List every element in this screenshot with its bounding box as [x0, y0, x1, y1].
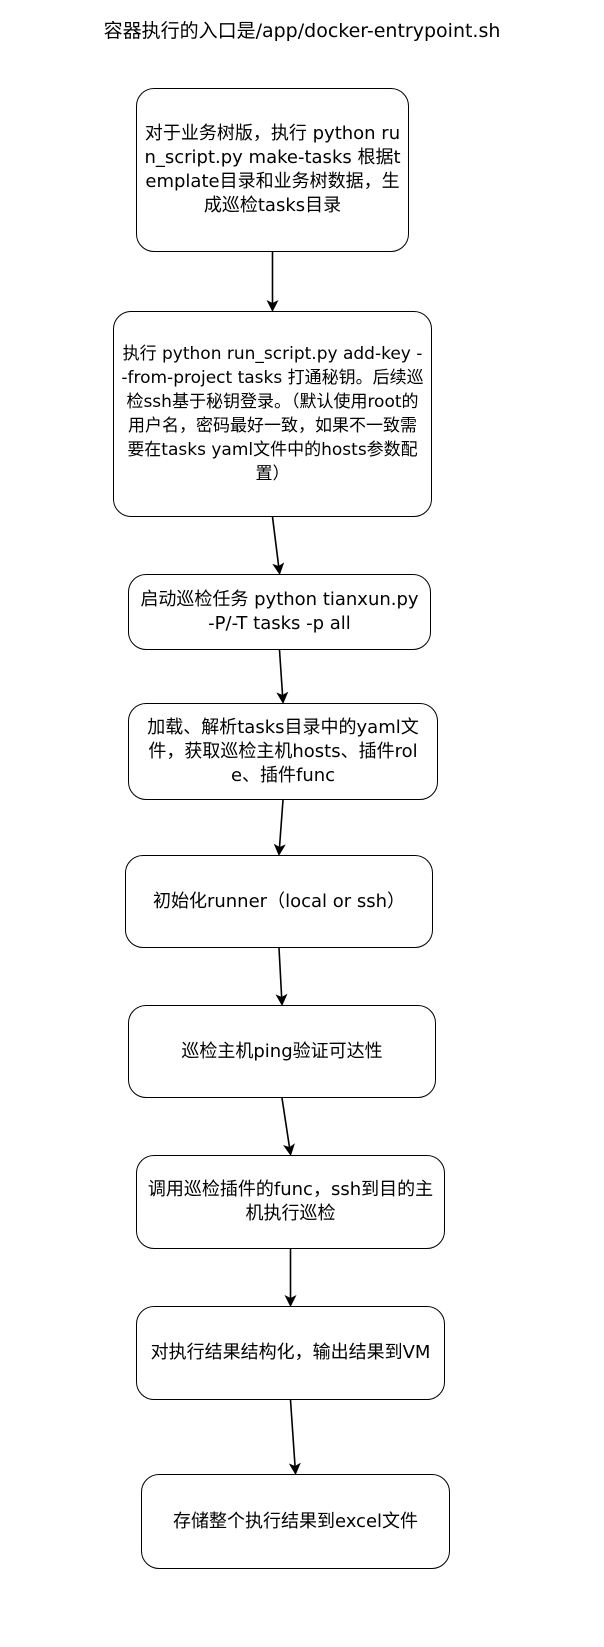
step-store-excel: 存储整个执行结果到excel文件	[141, 1474, 450, 1569]
step-load-yaml: 加载、解析tasks目录中的yaml文件，获取巡检主机hosts、插件role、…	[128, 703, 438, 800]
diagram-title: 容器执行的入口是/app/docker-entrypoint.sh	[103, 20, 501, 42]
step-label: 巡检主机ping验证可达性	[181, 1040, 383, 1062]
step-label: 对执行结果结构化，输出结果到VM	[150, 1342, 431, 1363]
flow-arrow	[271, 516, 285, 575]
step-label: 加载、解析tasks目录中的yaml文件，获取巡检主机hosts、插件role、…	[147, 716, 419, 786]
step-init-runner: 初始化runner（local or ssh）	[125, 855, 433, 948]
step-add-key: 执行 python run_script.py add-key --from-p…	[113, 311, 432, 517]
step-label: 执行 python run_script.py add-key --from-p…	[121, 344, 424, 484]
step-label: 启动巡检任务 python tianxun.py -P/-T tasks -p …	[140, 589, 419, 634]
flow-arrow	[288, 1399, 301, 1475]
step-start-inspection: 启动巡检任务 python tianxun.py -P/-T tasks -p …	[128, 574, 431, 650]
flow-arrow	[276, 649, 289, 704]
step-label: 初始化runner（local or ssh）	[152, 890, 406, 912]
flow-arrow	[273, 799, 286, 856]
step-label: 对于业务树版，执行 python run_script.py make-task…	[144, 123, 401, 216]
flow-arrow	[275, 947, 288, 1006]
step-structure-results: 对执行结果结构化，输出结果到VM	[136, 1306, 445, 1400]
step-ping-hosts: 巡检主机ping验证可达性	[128, 1005, 436, 1098]
flow-arrow	[281, 1097, 295, 1156]
step-label: 存储整个执行结果到excel文件	[172, 1510, 419, 1532]
step-call-plugin: 调用巡检插件的func，ssh到目的主机执行巡检	[136, 1155, 445, 1249]
step-label: 调用巡检插件的func，ssh到目的主机执行巡检	[147, 1179, 434, 1224]
step-make-tasks: 对于业务树版，执行 python run_script.py make-task…	[136, 88, 409, 252]
